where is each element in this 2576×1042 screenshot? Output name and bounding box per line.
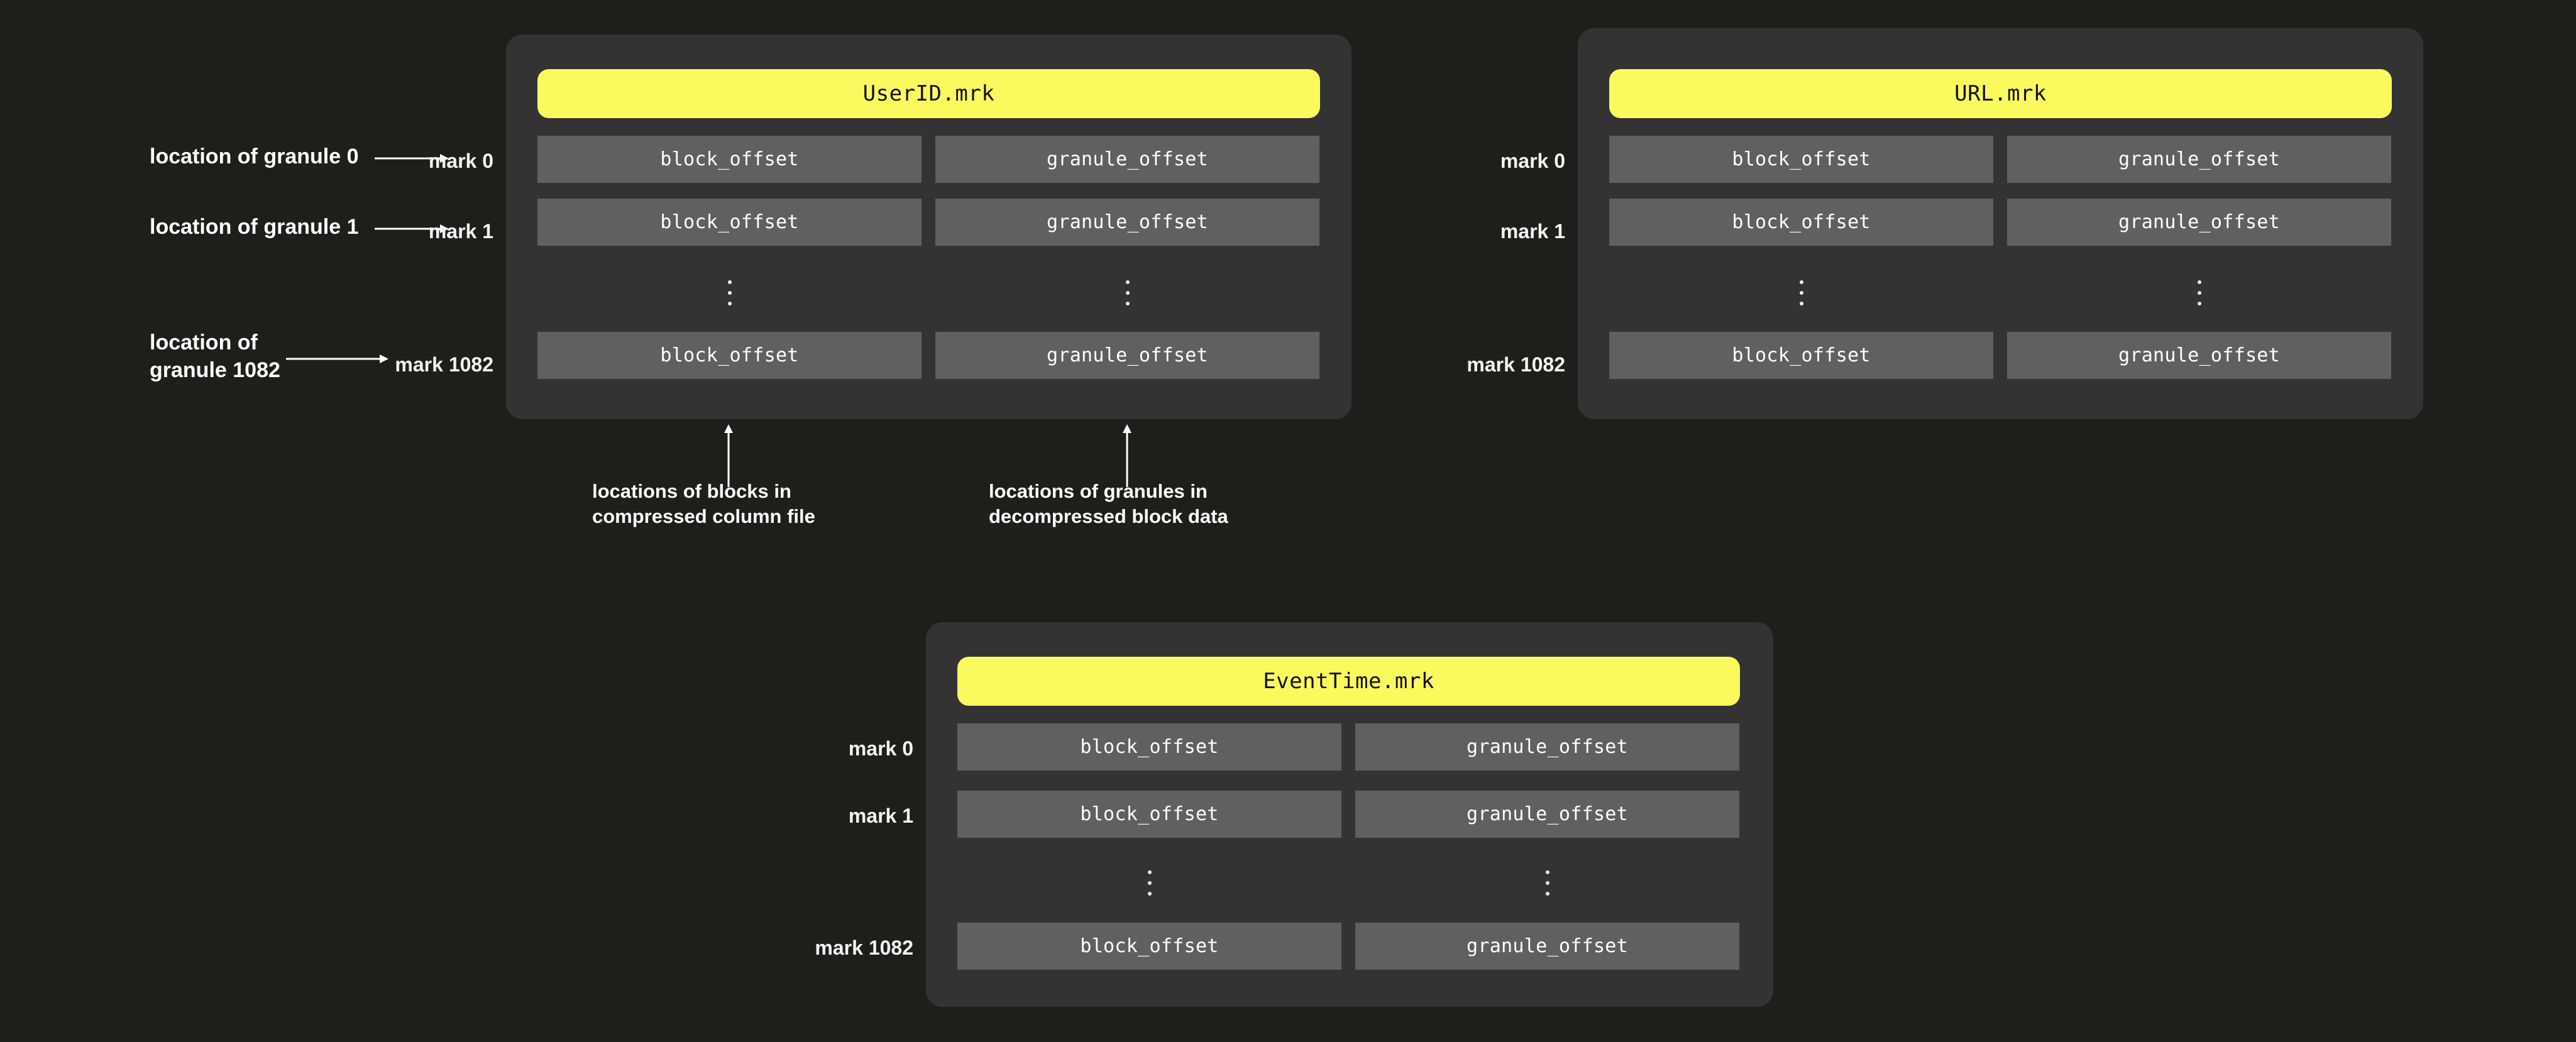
cell-block-offset[interactable]: block_offset xyxy=(1609,136,1993,183)
vertical-ellipsis-icon xyxy=(1609,265,1993,321)
table-row-ellipsis xyxy=(537,265,1320,321)
table-row: block_offset granule_offset xyxy=(957,791,1740,838)
cell-block-offset[interactable]: block_offset xyxy=(957,791,1341,838)
table-row: block_offset granule_offset xyxy=(957,923,1740,970)
table-row: block_offset granule_offset xyxy=(1609,332,2392,379)
cell-granule-offset[interactable]: granule_offset xyxy=(2007,199,2391,246)
cell-granule-offset[interactable]: granule_offset xyxy=(935,136,1319,183)
vertical-ellipsis-icon xyxy=(935,265,1319,321)
mark-label-eventtime-1082: mark 1082 xyxy=(815,936,913,959)
granule-note-1: location of granule 1 xyxy=(150,215,359,239)
mark-label-url-1: mark 1 xyxy=(1500,220,1565,243)
granule-note-0: location of granule 0 xyxy=(150,145,359,168)
table-row: block_offset granule_offset xyxy=(1609,136,2392,183)
cell-granule-offset[interactable]: granule_offset xyxy=(935,332,1319,379)
cell-granule-offset[interactable]: granule_offset xyxy=(1355,723,1739,771)
table-row: block_offset granule_offset xyxy=(537,199,1320,246)
table-row: block_offset granule_offset xyxy=(957,723,1740,771)
cell-block-offset[interactable]: block_offset xyxy=(1609,332,1993,379)
cell-block-offset[interactable]: block_offset xyxy=(537,332,922,379)
cell-block-offset[interactable]: block_offset xyxy=(537,199,922,246)
bottom-note-granules: locations of granules in decompressed bl… xyxy=(989,480,1228,528)
mark-file-card-eventtime[interactable]: EventTime.mrk block_offset granule_offse… xyxy=(926,622,1773,1007)
mark-label-userid-0: mark 0 xyxy=(428,150,493,172)
table-row: block_offset granule_offset xyxy=(537,332,1320,379)
mark-label-userid-1: mark 1 xyxy=(428,220,493,243)
cell-block-offset[interactable]: block_offset xyxy=(537,136,922,183)
cell-block-offset[interactable]: block_offset xyxy=(957,923,1341,970)
blocks-annotation-arrow xyxy=(724,424,733,487)
cell-granule-offset[interactable]: granule_offset xyxy=(1355,923,1739,970)
mark-label-eventtime-0: mark 0 xyxy=(848,737,913,760)
cell-block-offset[interactable]: block_offset xyxy=(957,723,1341,771)
cell-granule-offset[interactable]: granule_offset xyxy=(2007,136,2391,183)
card-title-eventtime: EventTime.mrk xyxy=(957,657,1740,706)
bottom-note-blocks: locations of blocks in compressed column… xyxy=(592,480,815,528)
table-row: block_offset granule_offset xyxy=(537,136,1320,183)
mark-file-card-userid[interactable]: UserID.mrk block_offset granule_offset b… xyxy=(506,35,1351,419)
vertical-ellipsis-icon xyxy=(1355,855,1739,911)
cell-granule-offset[interactable]: granule_offset xyxy=(2007,332,2391,379)
cell-granule-offset[interactable]: granule_offset xyxy=(935,199,1319,246)
granule-note-1082: location of granule 1082 xyxy=(150,331,280,382)
vertical-ellipsis-icon xyxy=(957,855,1341,911)
mark-label-eventtime-1: mark 1 xyxy=(848,804,913,827)
mark-label-url-1082: mark 1082 xyxy=(1467,353,1565,376)
card-title-userid: UserID.mrk xyxy=(537,69,1320,118)
granules-annotation-arrow xyxy=(1123,424,1131,487)
table-row-ellipsis xyxy=(957,855,1740,911)
vertical-ellipsis-icon xyxy=(2007,265,2391,321)
cell-granule-offset[interactable]: granule_offset xyxy=(1355,791,1739,838)
table-row: block_offset granule_offset xyxy=(1609,199,2392,246)
table-row-ellipsis xyxy=(1609,265,2392,321)
card-title-url: URL.mrk xyxy=(1609,69,2392,118)
vertical-ellipsis-icon xyxy=(537,265,922,321)
cell-block-offset[interactable]: block_offset xyxy=(1609,199,1993,246)
mark-label-url-0: mark 0 xyxy=(1500,150,1565,172)
mark-label-userid-1082: mark 1082 xyxy=(395,353,493,376)
mark-file-card-url[interactable]: URL.mrk block_offset granule_offset bloc… xyxy=(1578,28,2423,419)
